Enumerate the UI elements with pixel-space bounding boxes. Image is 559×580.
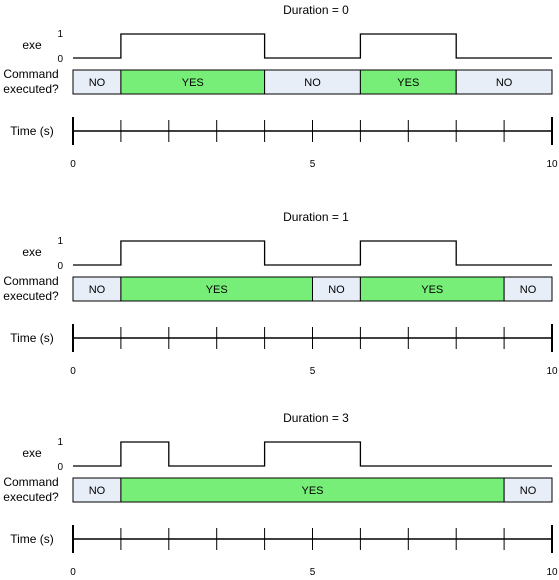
segment-yes	[120, 477, 505, 503]
panel-title: Duration = 0	[283, 3, 349, 17]
segment-label: YES	[206, 284, 228, 296]
axis-tick-label: 10	[546, 567, 558, 578]
panel-title: Duration = 3	[283, 411, 349, 425]
level-high-label: 1	[57, 437, 63, 448]
segment-no	[72, 477, 122, 503]
level-low-label: 0	[57, 462, 63, 473]
segment-label: NO	[328, 284, 345, 296]
segment-no	[72, 69, 122, 95]
segment-label: YES	[421, 284, 443, 296]
axis-tick-label: 0	[70, 567, 76, 578]
axis-tick-label: 5	[310, 567, 316, 578]
command-label: Command	[3, 67, 58, 81]
segment-label: NO	[520, 485, 537, 497]
segment-yes	[120, 69, 266, 95]
segment-label: NO	[89, 77, 106, 89]
exe-signal	[73, 240, 552, 266]
segment-yes	[120, 276, 314, 302]
segment-label: YES	[182, 77, 204, 89]
axis-tick-label: 0	[70, 159, 76, 170]
segment-yes	[359, 276, 505, 302]
segment-no	[503, 477, 553, 503]
segment-no	[72, 276, 122, 302]
exe-signal	[73, 441, 552, 467]
panel-title: Duration = 1	[283, 210, 349, 224]
axis-tick-label: 10	[546, 366, 558, 377]
exe-label: exe	[22, 38, 42, 52]
exe-signal	[73, 33, 552, 59]
segment-label: NO	[496, 77, 513, 89]
segment-label: NO	[89, 485, 106, 497]
command-label: Command	[3, 274, 58, 288]
time-label: Time (s)	[10, 331, 54, 345]
segment-label: NO	[89, 284, 106, 296]
segment-no	[264, 69, 361, 95]
axis-tick-label: 10	[546, 159, 558, 170]
level-high-label: 1	[57, 236, 63, 247]
time-label: Time (s)	[10, 124, 54, 138]
level-high-label: 1	[57, 29, 63, 40]
axis-tick-label: 5	[310, 159, 316, 170]
segment-label: YES	[397, 77, 419, 89]
exe-label: exe	[22, 446, 42, 460]
command-label: Command	[3, 475, 58, 489]
segment-label: NO	[520, 284, 537, 296]
segment-no	[503, 276, 553, 302]
time-label: Time (s)	[10, 532, 54, 546]
level-low-label: 0	[57, 54, 63, 65]
exe-label: exe	[22, 245, 42, 259]
segment-label: YES	[301, 485, 323, 497]
segment-no	[455, 69, 553, 95]
executed-label: executed?	[3, 289, 59, 303]
executed-label: executed?	[3, 82, 59, 96]
axis-tick-label: 5	[310, 366, 316, 377]
level-low-label: 0	[57, 261, 63, 272]
executed-label: executed?	[3, 490, 59, 504]
axis-tick-label: 0	[70, 366, 76, 377]
segment-label: NO	[304, 77, 321, 89]
